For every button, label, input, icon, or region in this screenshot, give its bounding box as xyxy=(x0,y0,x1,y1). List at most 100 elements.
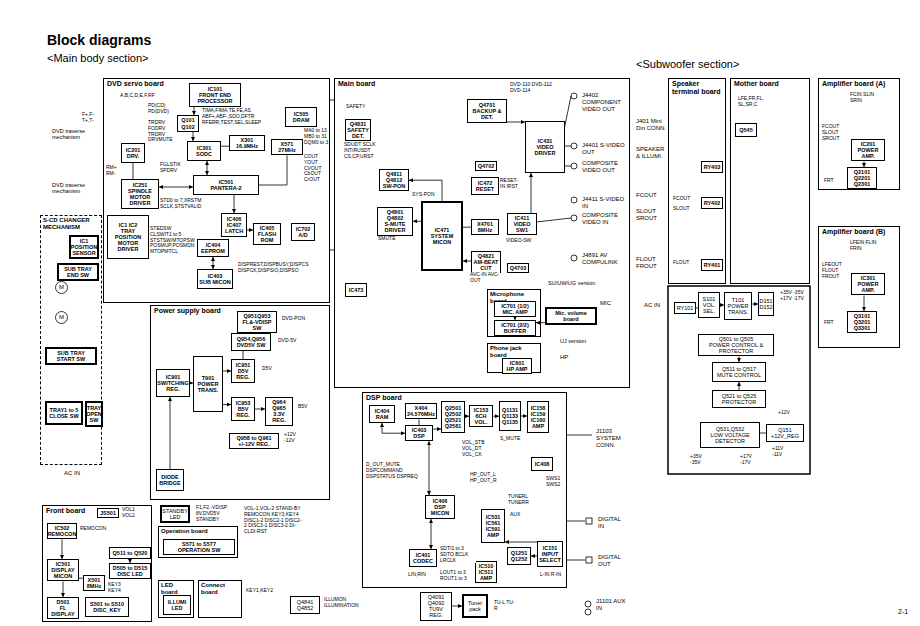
component-box: IC1POSITION SENSOR xyxy=(69,235,99,259)
signal-label: DVD-PON xyxy=(282,316,305,322)
signal-label: SAFETY xyxy=(346,104,365,110)
part-function: B5V REG. xyxy=(233,406,253,418)
component-box: IC472RESET xyxy=(471,177,499,195)
part-function: 27MHz xyxy=(278,147,295,153)
wire xyxy=(567,521,585,522)
jack-symbol xyxy=(571,143,577,149)
component-box: IC411VIDEO SW1 xyxy=(507,213,537,235)
signal-label: COUT YOUT CVOUT CbOUT CrOUT xyxy=(304,154,329,183)
signal-label: FCOUT xyxy=(673,196,690,202)
signal-label: VOL1 VOL2 xyxy=(122,507,148,519)
signal-label: 2-1 xyxy=(898,608,908,616)
signal-connector xyxy=(433,429,441,430)
signal-connector xyxy=(864,296,865,312)
part-function: MIC. AMP xyxy=(502,309,527,315)
signal-label: STD0 to 7,XRSTM SCLK,STSTVALID xyxy=(160,198,216,210)
part-name: Amplifier board (A) xyxy=(822,80,896,88)
part-function: DSP xyxy=(413,433,424,439)
component-box: IC431VIDEO DRIVER xyxy=(525,121,565,173)
part-function: SUB MICON xyxy=(199,279,230,285)
signal-label: DIGITAL OUT xyxy=(598,554,628,568)
part-function: MUTE CONTROL xyxy=(717,372,761,378)
part-name: X501 xyxy=(88,577,101,583)
board-outline xyxy=(668,286,810,474)
component-box: IC401CODEC xyxy=(409,549,437,567)
component-box: Q4701BACKUP & DET. xyxy=(467,99,507,123)
part-function: TRAY POSITION MOTOR DRIVER xyxy=(109,228,147,253)
component-box: Q4091 Q4092TU9V REG. xyxy=(420,592,452,621)
part-name: Q2101 Q2201 Q2301 xyxy=(849,169,875,187)
signal-label: J1101 AUX IN xyxy=(596,598,630,612)
signal-label: FLOUT FROUT xyxy=(636,256,666,270)
part-function: SWITCHING REG. xyxy=(157,380,188,392)
signal-label: FLOUT xyxy=(673,260,689,266)
part-name: T101 xyxy=(732,297,745,303)
wire xyxy=(567,560,585,561)
part-name: IC901 xyxy=(166,374,181,380)
component-box: X40424.576MHz xyxy=(405,403,437,419)
signal-label: AC IN xyxy=(64,470,80,477)
part-name: IC502 xyxy=(55,525,70,531)
component-box: Q4811 Q4812SW-PON xyxy=(379,169,409,191)
signal-label: MIC xyxy=(600,300,611,307)
part-function: DISPLAY MICON xyxy=(49,567,77,579)
part-function: DISC_KEY xyxy=(93,607,121,613)
signal-label: PD(CD) PD(DVD) xyxy=(148,103,174,115)
component-box: SUB TRAY END SW xyxy=(57,263,99,281)
component-box: D151 D152 xyxy=(758,292,774,316)
part-name: Mic. volume board xyxy=(548,310,594,322)
part-name: Phone jack board xyxy=(490,345,538,358)
part-function: DRAM xyxy=(293,117,310,123)
part-function: VIDEO SW1 xyxy=(509,221,535,233)
part-name: RY402 xyxy=(704,200,721,206)
signal-label: J4401 S-VIDEO OUT xyxy=(582,142,628,156)
signal-label: DVD-5V xyxy=(278,338,296,344)
component-box: IC531 IC561 IC591AMP xyxy=(481,509,505,543)
part-function: AMP xyxy=(487,532,499,538)
component-box: IC471SYSTEM MICON xyxy=(421,201,463,271)
part-name: Q954,Q956 xyxy=(237,336,265,342)
signal-label: AC IN xyxy=(644,302,660,309)
component-box: Q531,Q532LOW VOLTAGE DETECTOR xyxy=(700,422,760,448)
signal-connector xyxy=(429,441,430,495)
signal-label: KEY3 KEY4 xyxy=(108,582,132,594)
part-name: Q4703 xyxy=(510,265,527,271)
signal-label: SYS-PON xyxy=(412,192,435,198)
part-name: TRAY1 to 5 CLOSE SW xyxy=(48,407,80,419)
signal-label: SPEAKER & ILLUMI. xyxy=(636,146,666,160)
signal-label: DVD traverse mechanism xyxy=(52,128,96,141)
signal-label: +17V -17V xyxy=(740,454,762,466)
component-box: X57127MHz xyxy=(271,139,303,155)
signal-label: VOL_STB VOL_DT VOL_CK xyxy=(462,440,496,457)
jack-symbol xyxy=(585,609,591,615)
part-name: Q151 xyxy=(778,427,791,433)
component-box: IC1536CH VOL. xyxy=(469,405,493,427)
part-name: Operation board xyxy=(161,528,235,535)
part-name: Q4821 xyxy=(478,253,495,259)
signal-label: SDUDT SCLK INT/RUSDT CS,CP,URST xyxy=(344,142,376,159)
component-box: TRAY OPEN SW xyxy=(85,401,103,427)
component-box: Q4841 Q4852 xyxy=(290,596,320,614)
component-box: IC510 IC511AMP xyxy=(475,561,497,583)
part-function: BACKUP & DET. xyxy=(469,108,505,120)
part-name: IC301 xyxy=(197,145,212,151)
signal-label: D5V xyxy=(262,366,272,372)
component-box: IC901SWITCHING REG. xyxy=(156,369,190,397)
component-box: Q2101 Q2201 Q2301 xyxy=(847,167,877,189)
signal-label: REMOCON xyxy=(80,526,106,532)
part-function: D5V REG. xyxy=(233,368,253,380)
signal-label: FGLSTIK SPDRV xyxy=(160,162,184,174)
part-name: Speaker terminal board xyxy=(672,80,722,96)
signal-label: LFE,FR,FL, SL,SR,C xyxy=(738,96,778,108)
part-name: STANDBY LED xyxy=(162,508,187,520)
signal-label: COMPOSITE VIDEO IN xyxy=(582,212,628,226)
component-box: Q501 to Q505POWER CONTROL & PROTECTOR xyxy=(698,334,774,356)
signal-label: UJ version xyxy=(560,338,600,344)
component-box: Q954,Q956DVD5V SW xyxy=(231,333,271,351)
part-function: +12V_REG xyxy=(771,433,799,439)
signal-label: SLOUT xyxy=(673,206,690,212)
board-box: Operation boardS571 to S577OPERATION SW xyxy=(158,526,238,558)
part-function: AM-BEAT CUT xyxy=(473,259,499,271)
part-name: LED board xyxy=(161,582,191,595)
component-box: IC403DSP xyxy=(405,425,433,441)
